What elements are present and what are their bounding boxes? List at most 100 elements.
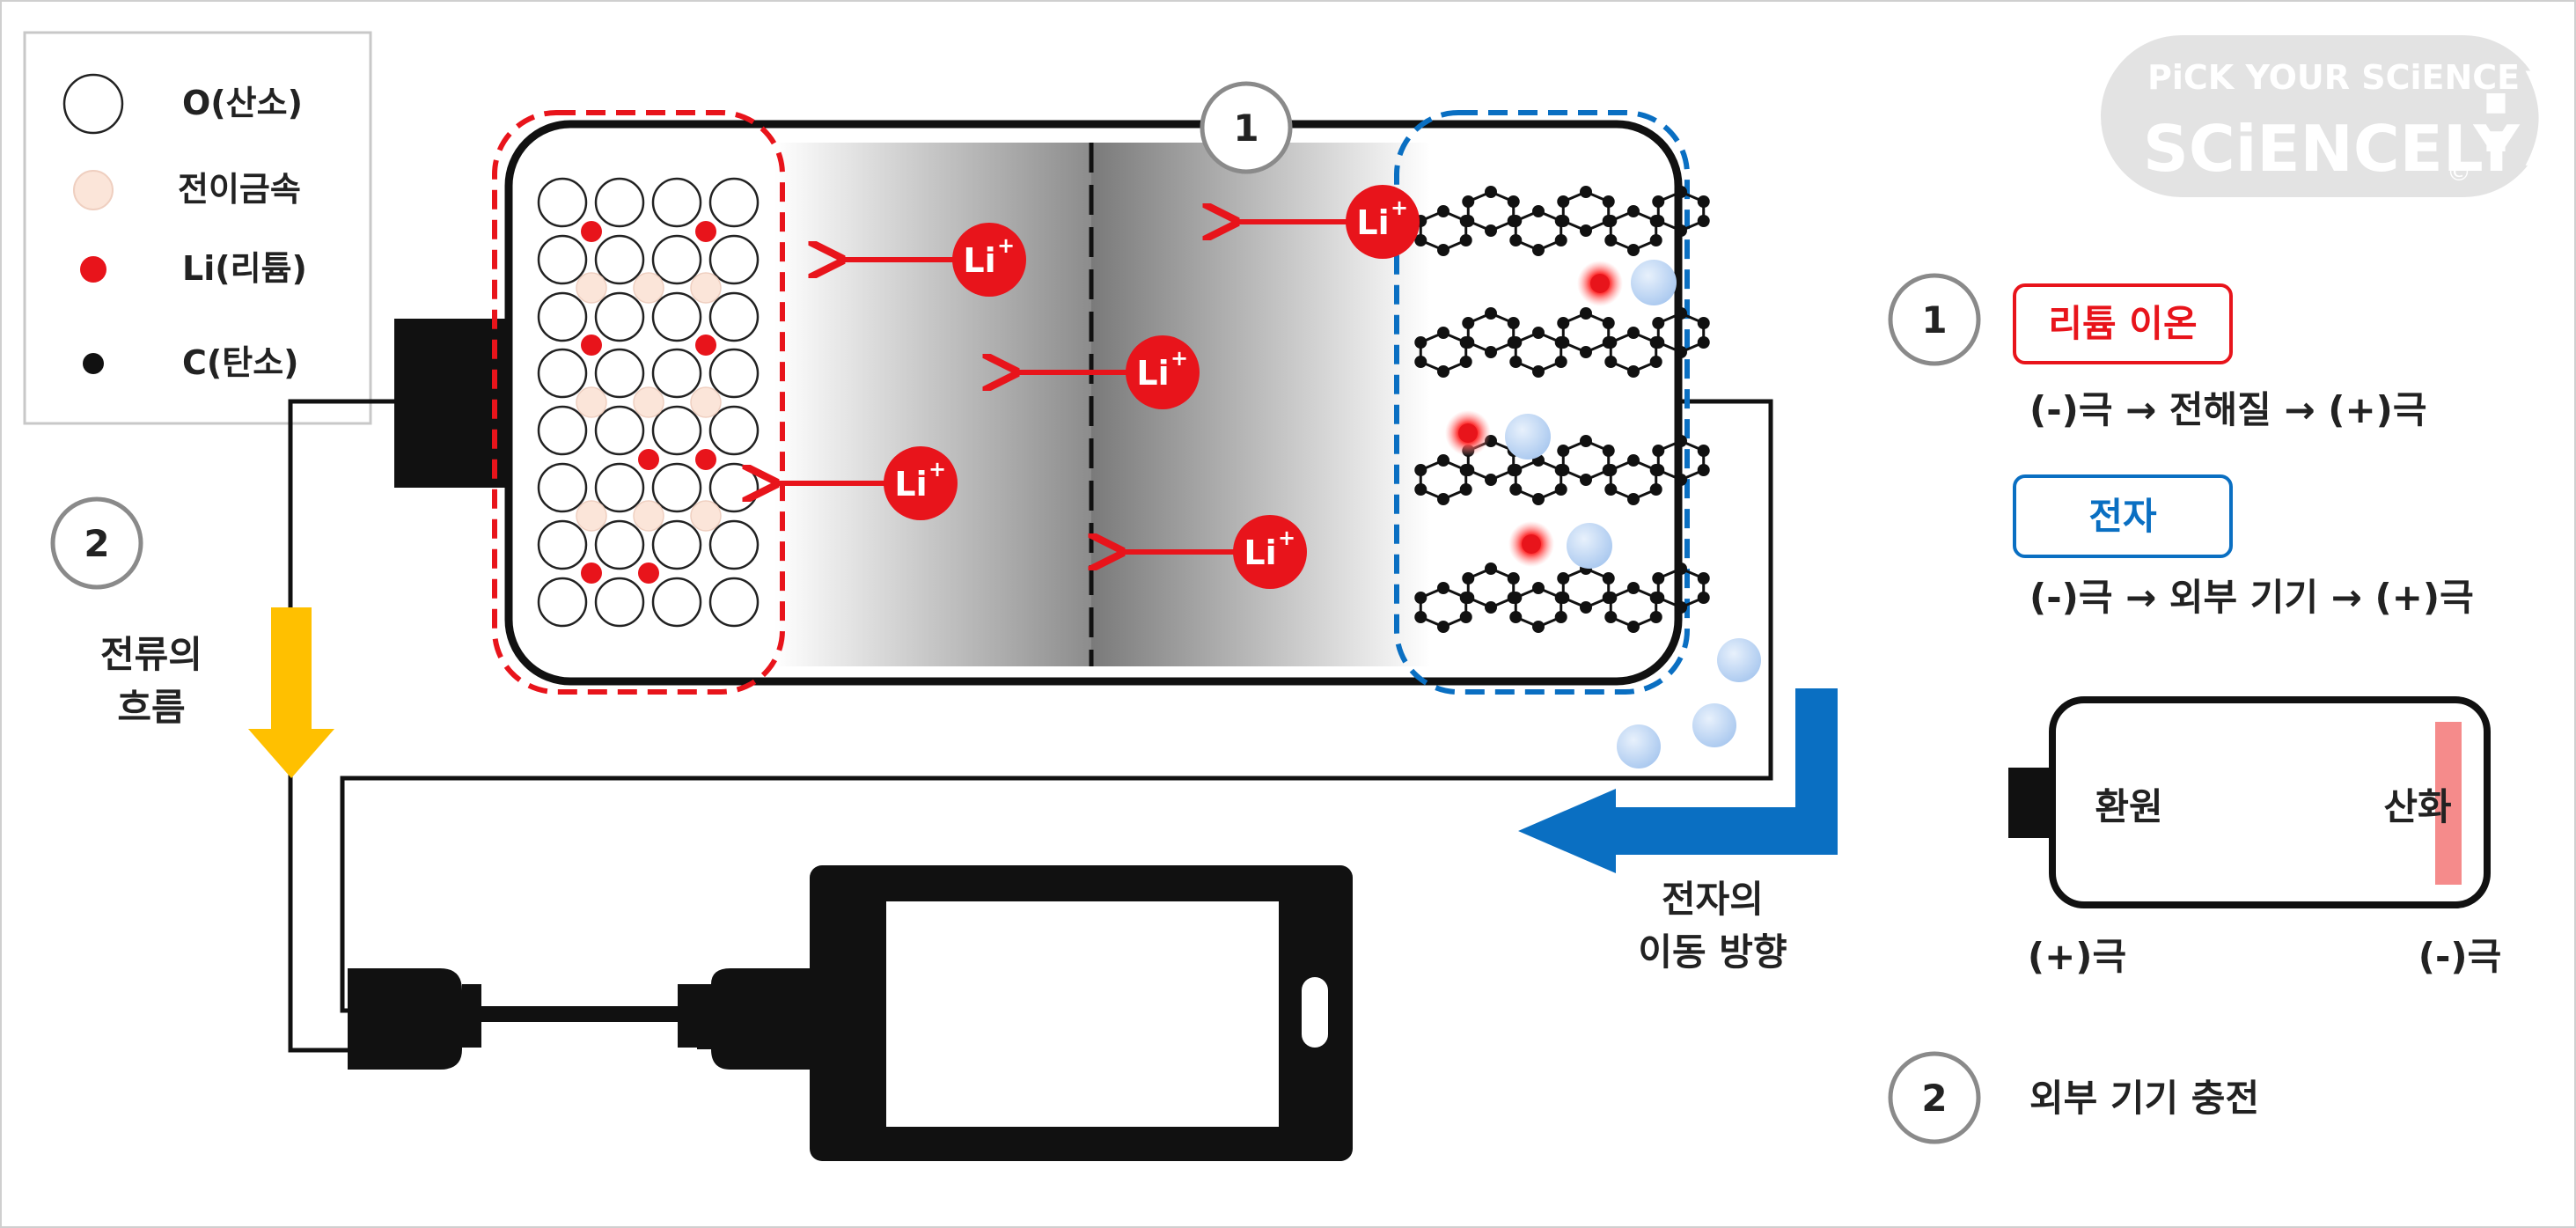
oxygen-atom <box>651 177 702 228</box>
electron-ball <box>1717 638 1761 682</box>
carbon-atom <box>1509 483 1523 496</box>
negative-pole-label: (-)극 <box>2418 935 2501 978</box>
carbon-atom <box>1557 336 1570 349</box>
carbon-atom <box>1627 244 1640 256</box>
transition-metal-atom <box>633 500 664 532</box>
oxygen-atom <box>708 405 760 456</box>
panel-marker-2 <box>1888 1051 1981 1144</box>
mini-battery-terminal <box>2008 768 2056 838</box>
carbon-atom <box>1459 483 1472 496</box>
electron-ball <box>1567 523 1612 569</box>
carbon-atom <box>1557 195 1570 208</box>
carbon-atom <box>1627 454 1640 467</box>
carbon-atom <box>1462 464 1475 476</box>
electron-ball <box>1631 260 1677 305</box>
oxygen-atom <box>651 405 702 456</box>
lithium-atom <box>581 221 602 242</box>
lithium-ion: Li + <box>884 446 958 520</box>
lithium-atom <box>581 563 602 584</box>
anode-lithium-atom <box>1590 274 1610 293</box>
cell-outline <box>504 120 1683 686</box>
legend-oxygen-label: O(산소) <box>182 84 303 122</box>
oxygen-atom <box>708 577 760 628</box>
watermark-brand: SCiENCELY <box>2143 112 2521 186</box>
oxygen-atom <box>537 177 588 228</box>
carbon-atom <box>1557 592 1570 604</box>
svg-text:+: + <box>1278 526 1295 550</box>
carbon-atom <box>1509 234 1523 246</box>
carbon-atom <box>1627 493 1640 505</box>
carbon-atom <box>1652 572 1665 585</box>
oxygen-atom <box>537 462 588 513</box>
battery-cell: Li + Li + Li + Li + Li + 1 <box>492 81 1710 695</box>
transition-metal-atom <box>633 272 664 304</box>
current-direction-arrow-icon <box>248 607 334 778</box>
anode-dashed-border <box>1394 110 1690 695</box>
carbon-atom <box>1604 215 1618 227</box>
carbon-atom <box>1557 464 1570 476</box>
carbon-atom <box>1697 572 1710 585</box>
carbon-atom <box>1580 435 1592 447</box>
carbon-atom <box>1604 234 1618 246</box>
carbon-atom <box>1557 445 1570 457</box>
carbon-atom <box>1437 365 1449 378</box>
carbon-atom <box>1627 205 1640 217</box>
carbon-atom <box>1554 611 1567 623</box>
carbon-atom <box>1462 317 1475 329</box>
carbon-atom <box>1532 493 1545 505</box>
svg-text:Li: Li <box>1136 354 1169 393</box>
svg-text:Li: Li <box>1244 533 1276 572</box>
carbon-atom <box>1649 356 1662 368</box>
watermark-smile: :) <box>2475 55 2565 177</box>
electrolyte-left-gradient <box>774 143 1091 666</box>
electron-ball <box>1692 703 1736 747</box>
carbon-atom <box>1509 215 1523 227</box>
legend: O(산소) 전이금속 Li(리튬) C(탄소) <box>23 31 372 425</box>
carbon-atom <box>1414 483 1427 496</box>
carbon-atom <box>1485 474 1497 486</box>
carbon-atom <box>1437 327 1449 339</box>
carbon-atom <box>1675 224 1687 237</box>
svg-text:Li: Li <box>1356 203 1389 242</box>
carbon-atom <box>1437 582 1449 594</box>
transition-metal-atom <box>576 272 607 304</box>
lithium-ion-arrows <box>772 222 1350 552</box>
carbon-atom <box>1652 195 1665 208</box>
cathode-lattice <box>537 177 760 628</box>
carbon-atom <box>1507 317 1520 329</box>
carbon-atom-icon <box>83 353 104 374</box>
lithium-atom <box>638 449 659 470</box>
oxygen-atom <box>537 291 588 342</box>
transition-metal-atom <box>633 386 664 418</box>
oxygen-atom <box>708 177 760 228</box>
current-marker-2-number: 2 <box>84 522 109 565</box>
electron-flow-label: 이동 방향 <box>1638 930 1787 974</box>
carbon-atom <box>1459 356 1472 368</box>
carbon-atom <box>1507 572 1520 585</box>
oxygen-atom <box>651 577 702 628</box>
carbon-atom <box>1675 563 1687 575</box>
carbon-atom <box>1675 601 1687 614</box>
carbon-atom <box>1414 356 1427 368</box>
cell-terminal <box>394 319 509 488</box>
carbon-atom <box>1652 464 1665 476</box>
legend-carbon-label: C(탄소) <box>182 343 299 382</box>
carbon-atom <box>1627 327 1640 339</box>
carbon-atom <box>1459 611 1472 623</box>
carbon-atom <box>1509 611 1523 623</box>
carbon-atom <box>1462 336 1475 349</box>
lithium-atom <box>638 563 659 584</box>
phone-screen <box>886 901 1279 1127</box>
cell-marker-1 <box>1200 81 1293 174</box>
phone-home-button <box>1302 977 1328 1048</box>
carbon-atom <box>1557 317 1570 329</box>
carbon-atom <box>1462 215 1475 227</box>
oxygen-atom <box>594 577 645 628</box>
electron-ball <box>1505 414 1551 460</box>
oxygen-atom <box>537 519 588 570</box>
carbon-atom <box>1532 327 1545 339</box>
carbon-atom <box>1580 224 1592 237</box>
carbon-atom <box>1462 572 1475 585</box>
carbon-atom <box>1485 563 1497 575</box>
